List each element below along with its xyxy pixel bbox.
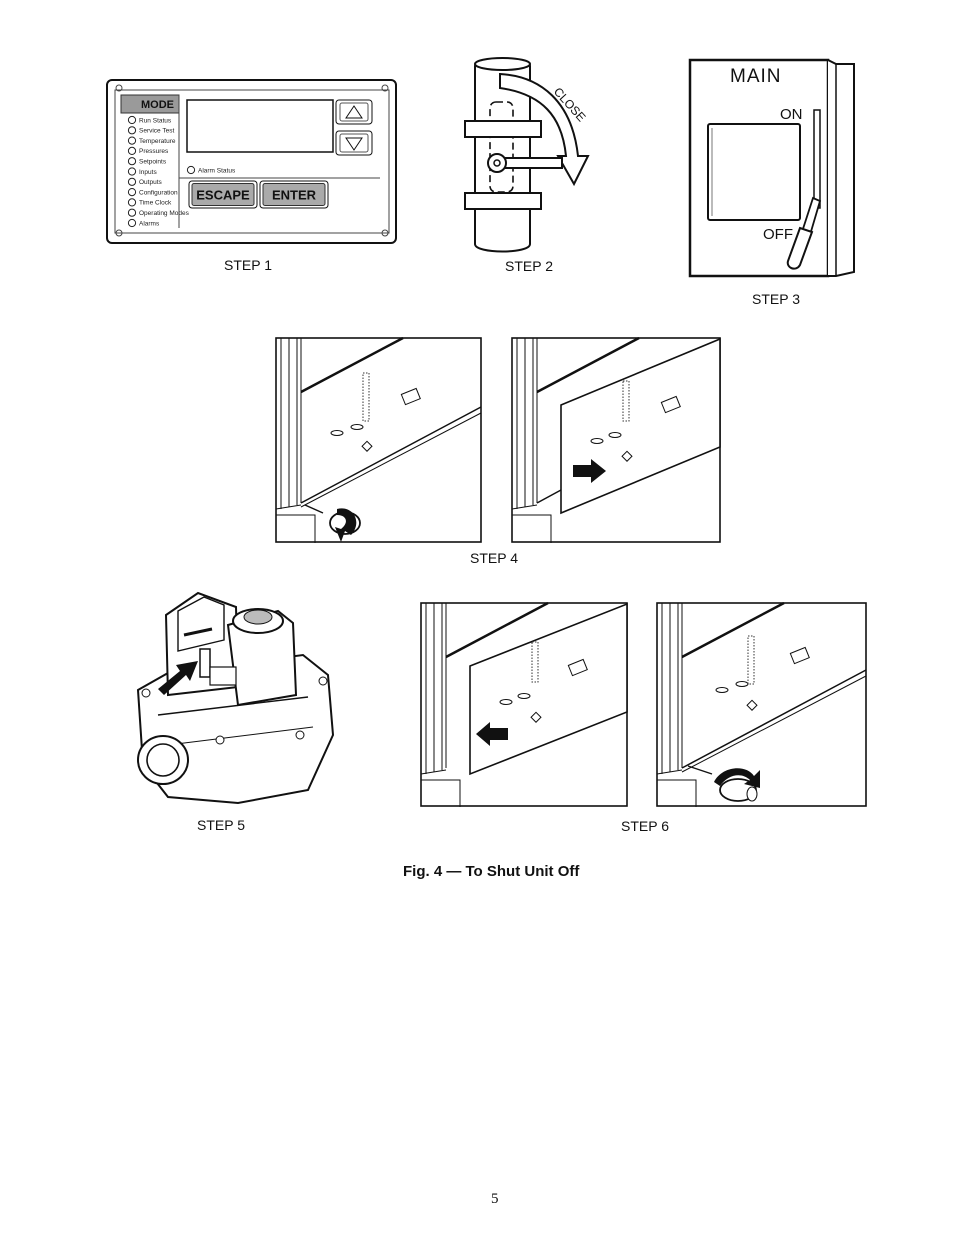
menu-led: [127, 136, 137, 145]
menu-led: [127, 115, 137, 125]
menu-item-label: Alarms: [139, 220, 160, 227]
access-panel-screw-left: [275, 337, 482, 543]
mode-label: MODE: [141, 99, 174, 111]
step-5-caption: STEP 5: [197, 817, 245, 833]
alarm-status-label: Alarm Status: [198, 168, 236, 175]
menu-led: [127, 157, 137, 166]
escape-label: ESCAPE: [196, 188, 250, 203]
menu-item-label: Operating Modes: [139, 210, 190, 217]
menu-item-label: Configuration: [139, 189, 178, 196]
menu-led: [127, 208, 137, 217]
menu-item-label: Run Status: [139, 117, 172, 124]
access-panel-replace: [420, 602, 628, 807]
menu-item-label: Setpoints: [139, 159, 167, 166]
access-panel-screw-right: [656, 602, 867, 807]
step-4-caption: STEP 4: [470, 550, 518, 566]
enter-label: ENTER: [272, 188, 317, 203]
escape-button[interactable]: ESCAPE: [188, 180, 258, 209]
menu-led: [127, 126, 137, 135]
access-panel-remove: [511, 337, 721, 543]
menu-led: [127, 198, 137, 207]
menu-led: [127, 177, 137, 186]
main-label: MAIN: [730, 66, 782, 87]
up-arrow-button[interactable]: [335, 99, 373, 125]
step-3-caption: STEP 3: [752, 291, 800, 307]
on-label: ON: [780, 106, 803, 123]
step-2-caption: STEP 2: [505, 258, 553, 274]
menu-led: [127, 146, 137, 156]
gas-control-valve-illustration: [136, 591, 335, 805]
menu-item-label: Time Clock: [139, 200, 172, 207]
step-6-caption: STEP 6: [621, 818, 669, 834]
menu-led: [127, 167, 137, 176]
figure-title: Fig. 4 — To Shut Unit Off: [403, 863, 580, 880]
menu-led: [127, 218, 137, 228]
menu-item-label: Outputs: [139, 179, 163, 186]
menu-item-label: Temperature: [139, 138, 176, 145]
off-label: OFF: [763, 226, 793, 243]
down-arrow-button[interactable]: [335, 130, 373, 156]
menu-item-label: Inputs: [139, 169, 157, 176]
alarm-led: [186, 165, 196, 175]
enter-button[interactable]: ENTER: [259, 180, 329, 209]
main-disconnect-illustration: MAIN ON OFF: [688, 58, 855, 278]
menu-item-label: Service Test: [139, 128, 174, 135]
menu-led: [127, 188, 137, 197]
menu-item-label: Pressures: [139, 148, 169, 155]
step-1-caption: STEP 1: [224, 257, 272, 273]
gas-valve-illustration: CLOSE: [464, 57, 590, 253]
page-number: 5: [491, 1191, 499, 1207]
controller-illustration: MODE Alarm Status ESCAPE ENTER Run Statu…: [106, 79, 397, 244]
